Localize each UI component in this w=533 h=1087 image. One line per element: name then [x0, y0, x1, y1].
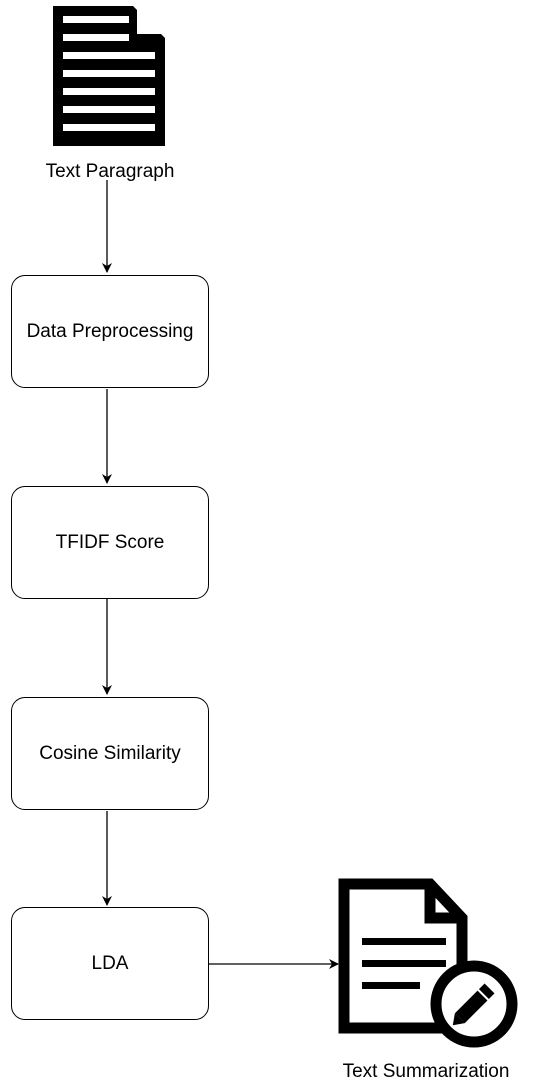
step-label: Data Preprocessing — [26, 320, 194, 342]
document-edit-icon — [338, 878, 518, 1048]
source-label: Text Paragraph — [45, 161, 175, 182]
step-data-preprocessing[interactable]: Data Preprocessing — [11, 275, 209, 388]
step-tfidf-score[interactable]: TFIDF Score — [11, 486, 209, 599]
output-label: Text Summarization — [342, 1061, 510, 1082]
step-label: LDA — [91, 952, 129, 974]
step-label: TFIDF Score — [55, 531, 165, 553]
step-label: Cosine Similarity — [39, 742, 181, 764]
step-cosine-similarity[interactable]: Cosine Similarity — [11, 697, 209, 810]
document-icon — [53, 6, 165, 146]
step-lda[interactable]: LDA — [11, 907, 209, 1020]
